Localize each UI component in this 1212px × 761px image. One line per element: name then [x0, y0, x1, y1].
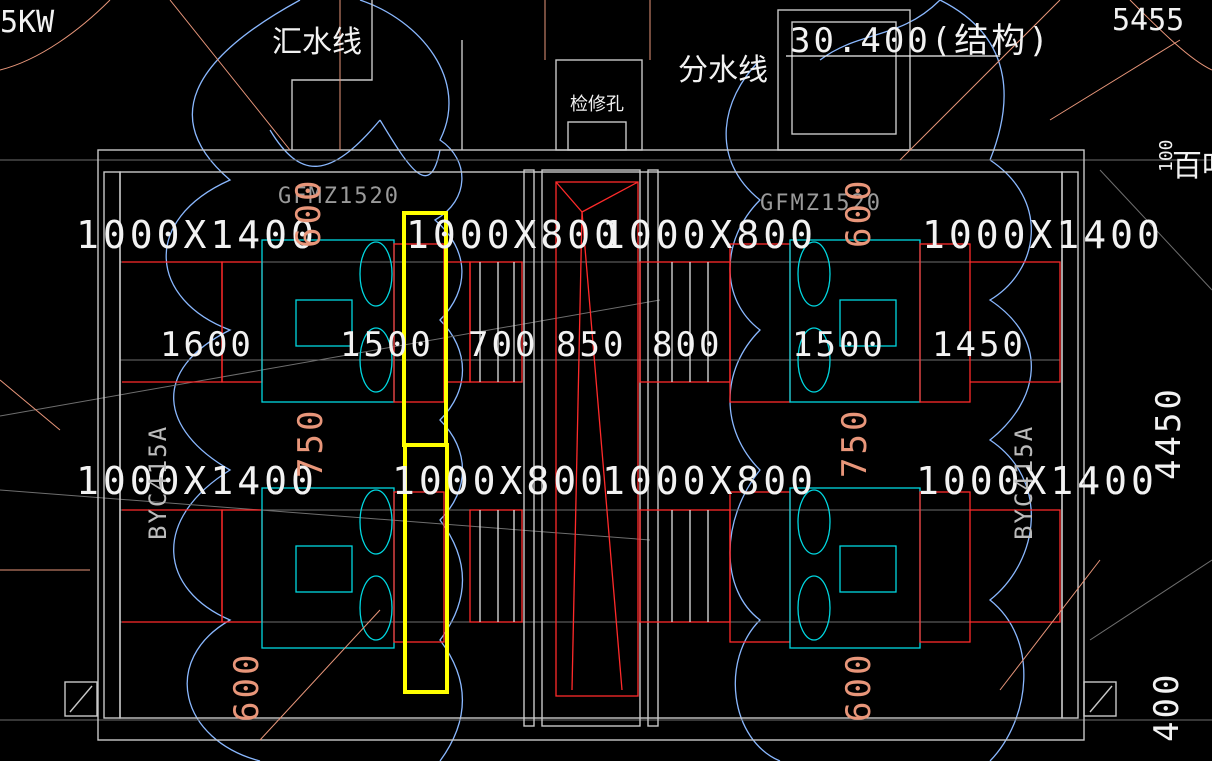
huishui-label: 汇水线: [272, 25, 362, 60]
corner-kw-label: 5KW: [0, 5, 55, 40]
dim-1450: 1450: [932, 325, 1026, 365]
fenshui-label: 分水线: [678, 53, 768, 88]
revision-cloud-right: [725, 0, 1032, 761]
guide-lines: [0, 159, 1212, 721]
dim-850: 850: [556, 325, 626, 365]
access-hole-label: 检修孔: [570, 94, 624, 115]
room-walls: [64, 0, 1117, 741]
louver-right-label: BYC415A: [1010, 425, 1038, 540]
dim-800: 800: [652, 325, 722, 365]
ahu-unit-upper-left: [122, 239, 523, 403]
dim-1600: 1600: [160, 325, 254, 365]
fire-door-right-label: GFMZ1520: [760, 191, 882, 216]
corner-right-label: 5455: [1112, 3, 1184, 38]
dim-600-top-left: 600: [289, 178, 329, 248]
duct-size-top-mid-left: 1000X800: [406, 213, 621, 257]
duct-size-top-mid-right: 1000X800: [602, 213, 817, 257]
central-shaft: [555, 181, 639, 697]
duct-size-top-left: 1000X1400: [76, 213, 318, 257]
dim-600-bot-left: 600: [227, 652, 267, 722]
orange-construction-lines: [0, 0, 1212, 741]
duct-size-bot-mid-left: 1000X800: [392, 459, 607, 503]
dim-700: 700: [468, 325, 538, 365]
ahu-unit-upper-right: [639, 239, 1061, 403]
dim-600-bot-right: 600: [839, 652, 879, 722]
dim-1500-right: 1500: [792, 325, 886, 365]
duct-size-bot-right: 1000X1400: [916, 459, 1158, 503]
duct-size-bot-mid-right: 1000X800: [602, 459, 817, 503]
fire-door-left-label: GFMZ1520: [278, 184, 400, 209]
dim-750-right: 750: [835, 408, 875, 478]
right-side-label: 百叶: [1172, 149, 1212, 184]
lower-column-box[interactable]: [403, 443, 449, 694]
ahu-unit-lower-right: [639, 487, 1061, 649]
structure-level-label: 30.400(结构): [790, 21, 1052, 61]
duct-size-top-right: 1000X1400: [922, 213, 1164, 257]
dim-400: 400: [1147, 672, 1187, 742]
ahu-unit-lower-left: [122, 487, 523, 649]
dim-600-top-right: 600: [839, 178, 879, 248]
dim-4450: 4450: [1149, 386, 1189, 480]
dim-1500-left: 1500: [340, 325, 434, 365]
right-100-label: 100: [1156, 139, 1177, 172]
louver-left-label: BYC415A: [144, 425, 172, 540]
revision-cloud-left: [165, 0, 464, 761]
dim-750-left: 750: [291, 408, 331, 478]
duct-size-bot-left: 1000X1400: [76, 459, 318, 503]
